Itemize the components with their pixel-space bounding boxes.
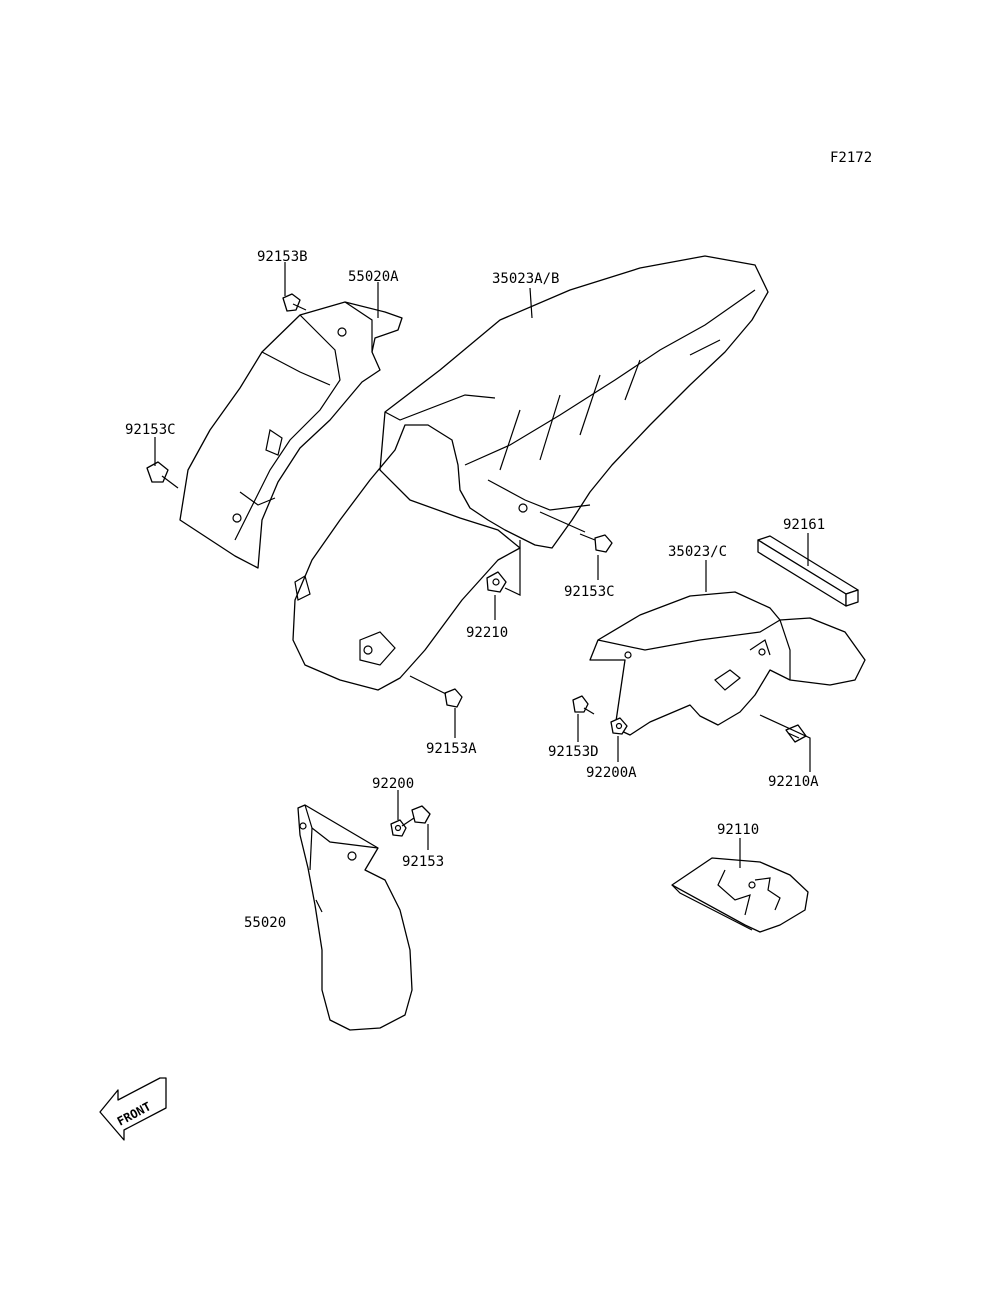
label-92210a: 92210A — [768, 774, 819, 790]
figure-code: F2172 — [830, 150, 872, 166]
label-35023c: 35023/C — [668, 544, 727, 560]
leader-lines — [154, 262, 811, 913]
label-35023ab: 35023A/B — [492, 271, 559, 287]
part-55020a-drawing — [179, 301, 403, 569]
part-35023ab-drawing — [292, 255, 769, 691]
front-direction-arrow: FRONT — [99, 1077, 167, 1141]
nut-92200-drawing — [390, 819, 407, 837]
bolt-92153d-drawing — [572, 695, 595, 715]
label-92153d: 92153D — [548, 744, 599, 760]
bolt-92153a-drawing — [409, 675, 463, 708]
label-92153: 92153 — [402, 854, 444, 870]
bolt-92153b-drawing — [282, 293, 307, 312]
nut-92200a-drawing — [610, 717, 628, 735]
label-92153c-left: 92153C — [125, 422, 176, 438]
label-92200: 92200 — [372, 776, 414, 792]
clip-92210a-drawing — [785, 724, 807, 743]
part-92110-drawing — [671, 857, 809, 933]
label-92210: 92210 — [466, 625, 508, 641]
label-92110: 92110 — [717, 822, 759, 838]
label-92200a: 92200A — [586, 765, 637, 781]
collar-92210-drawing — [486, 571, 507, 593]
bolt-92153c-mid-drawing — [539, 511, 613, 553]
label-92161: 92161 — [783, 517, 825, 533]
bolt-92153c-left-drawing — [146, 461, 179, 489]
label-55020a: 55020A — [348, 269, 399, 285]
label-55020: 55020 — [244, 915, 286, 931]
bolt-92153-drawing — [401, 805, 431, 827]
label-92153b: 92153B — [257, 249, 308, 265]
part-35023c-drawing — [589, 591, 866, 736]
label-92153c-mid: 92153C — [564, 584, 615, 600]
label-92153a: 92153A — [426, 741, 477, 757]
part-55020-drawing — [297, 804, 413, 1031]
